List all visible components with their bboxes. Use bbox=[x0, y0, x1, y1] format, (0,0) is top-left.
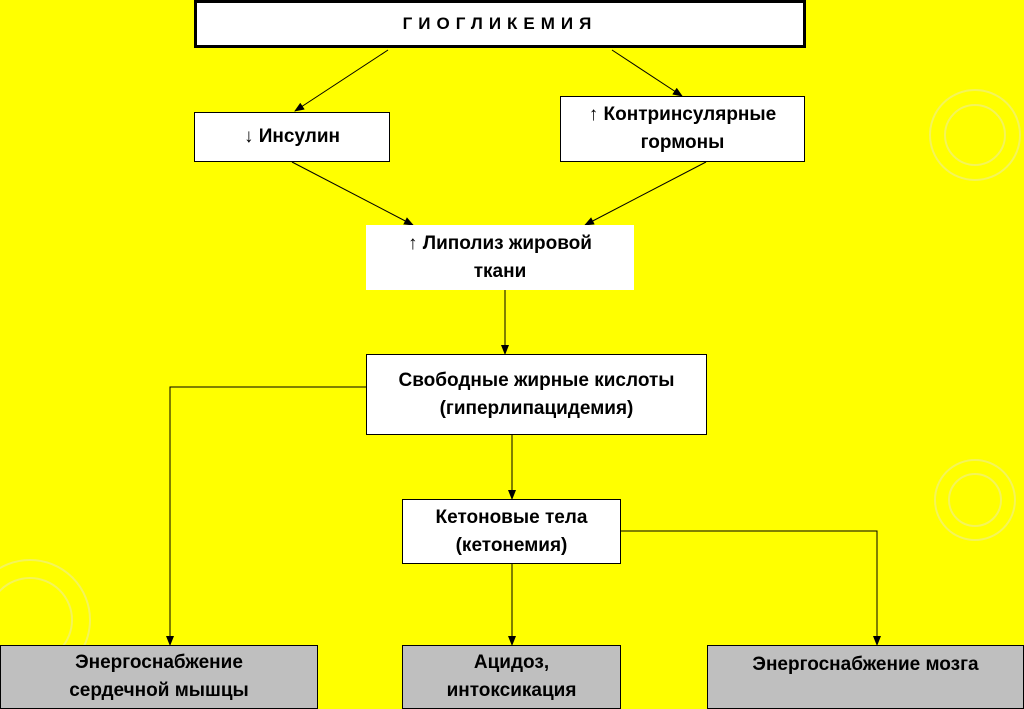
arrow-insulin-to-lipolysis bbox=[291, 161, 414, 226]
diagram-title: ГИОГЛИКЕМИЯ bbox=[194, 0, 806, 48]
outcome-brain-energy: Энергоснабжение мозга bbox=[707, 645, 1024, 709]
arrow-ffa-to-heart bbox=[166, 386, 366, 646]
arrow-ketones-to-brain bbox=[621, 530, 881, 646]
outcome-heart-energy: Энергоснабжение сердечной мышцы bbox=[0, 645, 318, 709]
node-counter-hormones: ↑ Контринсулярные гормоны bbox=[560, 96, 805, 162]
arrow-hormones-to-lipolysis bbox=[584, 161, 707, 226]
arrow-title-to-insulin bbox=[294, 49, 389, 112]
node-insulin: ↓ Инсулин bbox=[194, 112, 390, 162]
outcome-acidosis: Ацидоз, интоксикация bbox=[402, 645, 621, 709]
node-free-fatty-acids: Свободные жирные кислоты (гиперлипацидем… bbox=[366, 354, 707, 435]
node-lipolysis: ↑ Липолиз жировой ткани bbox=[366, 225, 634, 290]
node-ketone-bodies: Кетоновые тела (кетонемия) bbox=[402, 499, 621, 564]
arrow-title-to-counter-hormones bbox=[611, 49, 683, 97]
